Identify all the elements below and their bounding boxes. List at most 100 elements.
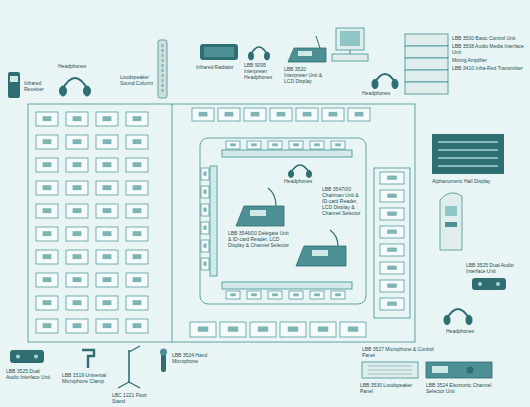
headphones-icon [289, 165, 312, 178]
seat [340, 322, 366, 337]
part-label: LBB 3525 Dual Audio Interface Unit [6, 368, 52, 380]
computer-icon [332, 28, 368, 61]
seat [66, 250, 88, 264]
seat [126, 158, 148, 172]
seat [250, 322, 276, 337]
rack-label-group: LBB 3500 Basic Control UnitLBB 3508 Audi… [452, 35, 526, 71]
seat [66, 227, 88, 241]
seat [126, 227, 148, 241]
seat [36, 273, 58, 287]
part-label: LBB 3524 Hand Microphone [172, 352, 216, 364]
seat [296, 108, 318, 121]
part-label: Mixing Amplifier [452, 57, 526, 63]
seat [66, 135, 88, 149]
interpreter-headphones-icon [249, 47, 270, 60]
part-label: Headphones [284, 178, 320, 184]
seat [66, 112, 88, 126]
seat [126, 319, 148, 333]
part-label: Infrared Receiver [24, 80, 54, 92]
part-label: LBB 3410 Infra-Red Transmitter [452, 65, 526, 71]
seat [96, 204, 118, 218]
seat [126, 250, 148, 264]
part-label: Headphones [446, 328, 486, 334]
part-label: LBB 3524 Electronic Channel Selector Uni… [426, 382, 500, 394]
seat [218, 108, 240, 121]
table-top [222, 150, 352, 157]
seat [126, 135, 148, 149]
seat [36, 181, 58, 195]
hand-microphone-icon [160, 349, 167, 373]
seat [66, 204, 88, 218]
seat [66, 181, 88, 195]
seat [380, 244, 404, 256]
seat [36, 319, 58, 333]
seat [380, 262, 404, 274]
seat [280, 322, 306, 337]
table-left [210, 166, 217, 276]
part-label: LBB 3530 Loudspeaker Panel [360, 382, 422, 394]
seat [201, 204, 209, 216]
seat [348, 108, 370, 121]
seat [96, 181, 118, 195]
floor-stand-icon [118, 346, 140, 388]
headphones-icon [372, 74, 398, 89]
seat [36, 296, 58, 310]
part-label: Headphones [58, 63, 98, 69]
seat [380, 226, 404, 238]
seat [268, 291, 282, 299]
seat [322, 108, 344, 121]
seat-column-right [374, 168, 410, 318]
part-label: LBB 1519 Universal Microphone Clamp [62, 372, 110, 384]
chairman-unit-icon [296, 230, 346, 266]
seat [126, 296, 148, 310]
part-label: LBC 1221 Floor Stand [112, 392, 160, 404]
part-label: LBB 3508 Audio Media Interface Unit [452, 43, 526, 55]
delegate-unit-icon [236, 188, 284, 226]
part-label: Loudspeaker Sound Column [120, 74, 156, 86]
seat [226, 291, 240, 299]
part-label: LBB 3525 Dual Audio Interface Unit [466, 262, 522, 274]
control-panel-icon [440, 193, 462, 250]
channel-selector-icon [426, 362, 492, 378]
seat [36, 227, 58, 241]
seat [247, 141, 261, 149]
rack-icon [405, 34, 448, 94]
seat [96, 273, 118, 287]
seat [192, 108, 214, 121]
seat [126, 112, 148, 126]
part-label: LBB 3547/00 Chairman Unit & ID-card Read… [322, 186, 364, 216]
seat [220, 322, 246, 337]
seat [201, 186, 209, 198]
seat [36, 135, 58, 149]
seat [380, 172, 404, 184]
seat [66, 158, 88, 172]
seat [201, 222, 209, 234]
seat [201, 168, 209, 180]
headphones-icon [60, 78, 91, 96]
seat [126, 273, 148, 287]
audio-interface-icon [472, 278, 506, 290]
seat [289, 141, 303, 149]
seat [96, 112, 118, 126]
seat [126, 181, 148, 195]
loudspeaker-column-icon [158, 40, 167, 98]
seat [244, 108, 266, 121]
part-label: LBB 3500 Basic Control Unit [452, 35, 526, 41]
seat [96, 250, 118, 264]
seat [36, 204, 58, 218]
seat [268, 141, 282, 149]
infrared-receiver-icon [8, 72, 20, 98]
part-label: LBB 3520 Interpreter Unit & LCD Display [284, 66, 330, 84]
seat [226, 141, 240, 149]
hall-divider [172, 104, 173, 342]
seat [270, 108, 292, 121]
hall-display-icon [432, 134, 504, 174]
seat [96, 227, 118, 241]
microphone-clamp-icon [82, 350, 94, 368]
part-label: Headphones [362, 90, 402, 96]
seat [380, 298, 404, 310]
audio-interface-icon [10, 350, 44, 363]
seat [96, 296, 118, 310]
seat [310, 322, 336, 337]
